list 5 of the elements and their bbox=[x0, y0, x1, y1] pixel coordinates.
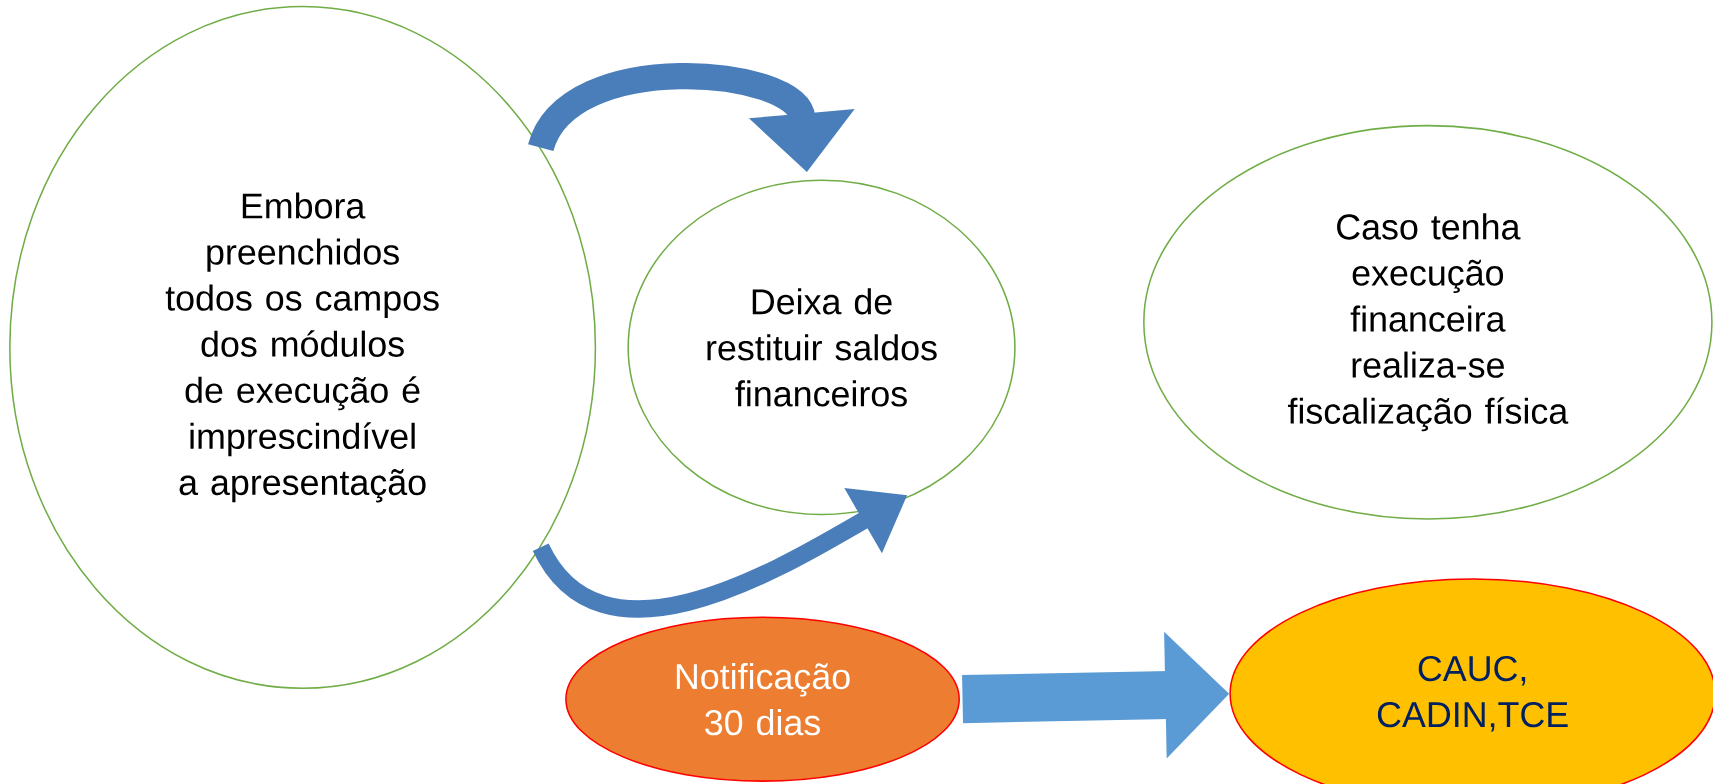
ellipse-node: CAUC, CADIN,TCE bbox=[1229, 578, 1713, 784]
ellipse-node: Deixa de restituir saldos financeiros bbox=[627, 179, 1016, 516]
ellipse-node: Notificação 30 dias bbox=[565, 616, 960, 782]
ellipse-node: Caso tenha execução financeira realiza-se fiscalização física bbox=[1143, 124, 1713, 520]
ellipse-node: Embora preenchidos todos os campos dos módulos de execução é imprescindível a apresentação bbox=[9, 5, 597, 689]
